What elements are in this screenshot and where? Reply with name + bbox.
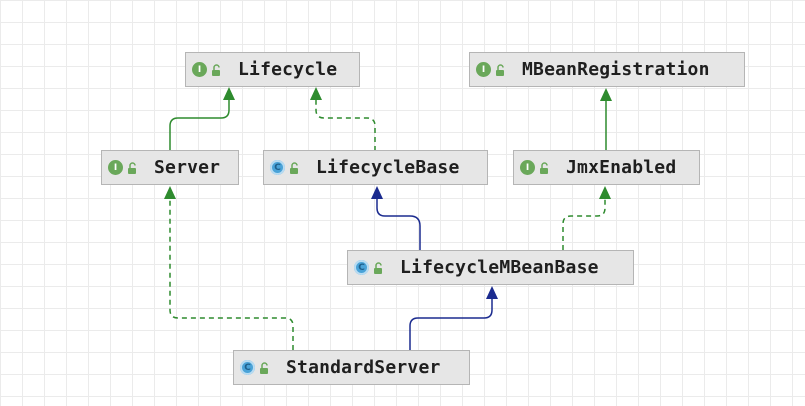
node-label: Server xyxy=(154,157,221,178)
interface-badge-icon: I xyxy=(192,62,207,77)
node-label: LifecycleMBeanBase xyxy=(400,257,599,278)
interface-badge-icon: I xyxy=(108,160,123,175)
node-lifecycle-mbean-base[interactable]: C LifecycleMBeanBase xyxy=(347,250,634,285)
arrowhead-jmxenabled-mbeanregistration xyxy=(600,88,612,101)
arrowhead-lifecyclembeanbase-jmxenabled xyxy=(599,186,611,199)
node-mbean-registration[interactable]: I MBeanRegistration xyxy=(469,52,745,87)
arrowhead-lifecyclembeanbase-lifecyclebase xyxy=(371,186,383,199)
unlocked-padlock-icon xyxy=(128,161,136,174)
node-label: StandardServer xyxy=(286,357,441,378)
node-lifecycle-base[interactable]: C LifecycleBase xyxy=(263,150,488,185)
node-label: MBeanRegistration xyxy=(522,59,710,80)
arrowhead-server-lifecycle xyxy=(223,87,235,100)
edge-lifecyclebase-lifecycle xyxy=(315,98,376,151)
edge-lifecyclembeanbase-lifecyclebase xyxy=(376,198,421,250)
unlocked-padlock-icon xyxy=(540,161,548,174)
node-standard-server[interactable]: C StandardServer xyxy=(233,350,470,385)
edge-lifecyclembeanbase-jmxenabled xyxy=(562,198,606,250)
node-server[interactable]: I Server xyxy=(101,150,239,185)
class-badge-icon: C xyxy=(240,360,255,375)
edge-server-lifecycle xyxy=(169,98,230,151)
node-lifecycle[interactable]: I Lifecycle xyxy=(185,52,360,87)
unlocked-padlock-icon xyxy=(496,63,504,76)
arrowhead-standardserver-server xyxy=(164,186,176,199)
unlocked-padlock-icon xyxy=(260,361,268,374)
unlocked-padlock-icon xyxy=(374,261,382,274)
arrowhead-lifecyclebase-lifecycle xyxy=(310,87,322,100)
node-label: Lifecycle xyxy=(238,59,338,80)
edge-standardserver-lifecyclembeanbase xyxy=(409,298,493,350)
unlocked-padlock-icon xyxy=(212,63,220,76)
edge-standardserver-server xyxy=(169,198,294,350)
interface-badge-icon: I xyxy=(476,62,491,77)
arrowhead-standardserver-lifecyclembeanbase xyxy=(486,286,498,299)
interface-badge-icon: I xyxy=(520,160,535,175)
node-jmx-enabled[interactable]: I JmxEnabled xyxy=(513,150,700,185)
unlocked-padlock-icon xyxy=(290,161,298,174)
node-label: LifecycleBase xyxy=(316,157,460,178)
node-label: JmxEnabled xyxy=(566,157,677,178)
abstract-class-badge-icon: C xyxy=(354,260,369,275)
abstract-class-badge-icon: C xyxy=(270,160,285,175)
